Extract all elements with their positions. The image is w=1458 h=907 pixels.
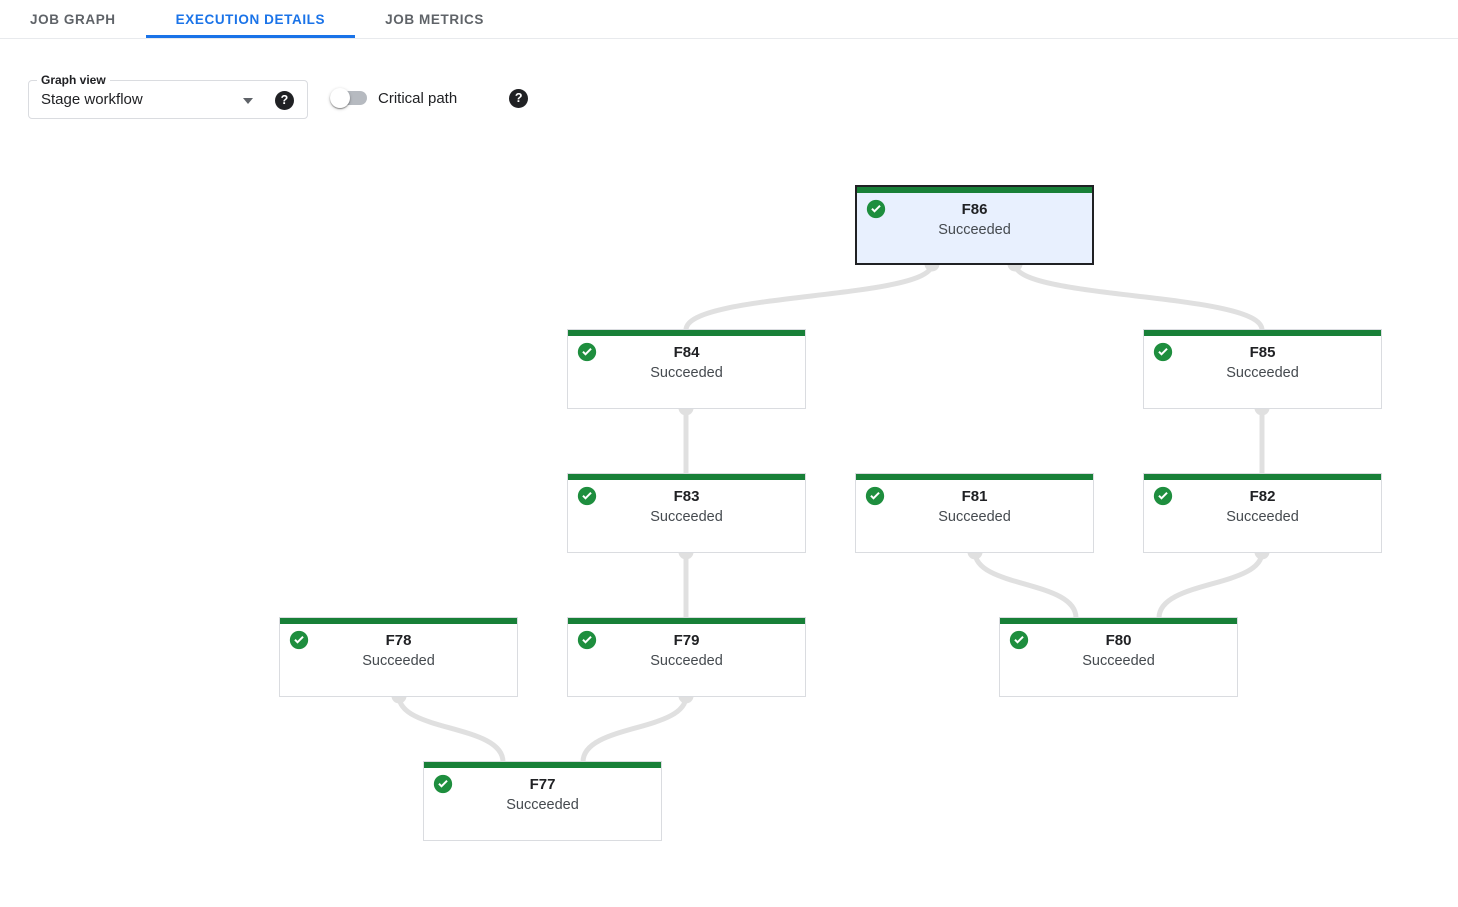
edge-f81-f80 <box>972 551 1079 619</box>
graph-view-selected-value: Stage workflow <box>41 91 143 108</box>
stage-name: F81 <box>961 488 988 505</box>
graph-view-help-icon[interactable]: ? <box>275 91 294 110</box>
toggle-thumb <box>330 88 350 108</box>
success-check-icon <box>865 486 885 506</box>
stage-name: F83 <box>673 488 700 505</box>
critical-path-label: Critical path <box>378 89 458 107</box>
node-status-bar <box>568 618 805 624</box>
success-check-icon <box>433 774 453 794</box>
stage-status: Succeeded <box>1082 653 1155 669</box>
critical-path-control: Critical path ? <box>330 87 529 109</box>
stage-name: F85 <box>1249 344 1276 361</box>
node-status-bar <box>568 330 805 336</box>
success-check-icon <box>289 630 309 650</box>
success-check-icon <box>866 199 886 219</box>
tab-job-graph[interactable]: JOB GRAPH <box>30 11 116 27</box>
critical-path-help-icon[interactable]: ? <box>509 88 529 108</box>
node-status-bar <box>568 474 805 480</box>
node-status-bar <box>1144 330 1381 336</box>
stage-name: F78 <box>385 632 412 649</box>
success-check-icon <box>1009 630 1029 650</box>
stage-name: F86 <box>961 201 988 218</box>
tab-job-metrics[interactable]: JOB METRICS <box>385 11 484 27</box>
success-check-icon <box>577 630 597 650</box>
stage-status: Succeeded <box>1226 365 1299 381</box>
stage-status: Succeeded <box>506 797 579 813</box>
success-check-icon <box>1153 486 1173 506</box>
dropdown-caret-icon <box>243 98 253 104</box>
edge-f79-f77 <box>580 695 689 763</box>
node-status-bar <box>857 187 1092 193</box>
tab-execution-details[interactable]: EXECUTION DETAILS <box>145 0 356 38</box>
success-check-icon <box>577 342 597 362</box>
node-status-bar <box>424 762 661 768</box>
tab-bar: JOB GRAPH EXECUTION DETAILS JOB METRICS <box>0 0 1458 39</box>
node-status-bar <box>1144 474 1381 480</box>
stage-name: F77 <box>529 776 556 793</box>
graph-view-select-label: Graph view <box>37 72 110 88</box>
stage-name: F82 <box>1249 488 1276 505</box>
success-check-icon <box>1153 342 1173 362</box>
stage-name: F79 <box>673 632 700 649</box>
node-status-bar <box>280 618 517 624</box>
stage-status: Succeeded <box>650 509 723 525</box>
node-status-bar <box>1000 618 1237 624</box>
critical-path-toggle[interactable] <box>330 88 368 108</box>
stage-name: F80 <box>1105 632 1132 649</box>
stage-name: F84 <box>673 344 700 361</box>
node-status-bar <box>856 474 1093 480</box>
success-check-icon <box>577 486 597 506</box>
edge-f86-f84 <box>683 263 935 331</box>
edge-f78-f77 <box>396 695 506 763</box>
edge-f82-f80 <box>1156 551 1265 619</box>
stage-status: Succeeded <box>1226 509 1299 525</box>
edge-f86-f85 <box>1012 263 1265 331</box>
stage-status: Succeeded <box>362 653 435 669</box>
stage-status: Succeeded <box>650 365 723 381</box>
graph-view-select[interactable]: Graph view Stage workflow ? <box>28 72 308 119</box>
stage-status: Succeeded <box>650 653 723 669</box>
stage-status: Succeeded <box>938 509 1011 525</box>
stage-status: Succeeded <box>938 222 1011 238</box>
